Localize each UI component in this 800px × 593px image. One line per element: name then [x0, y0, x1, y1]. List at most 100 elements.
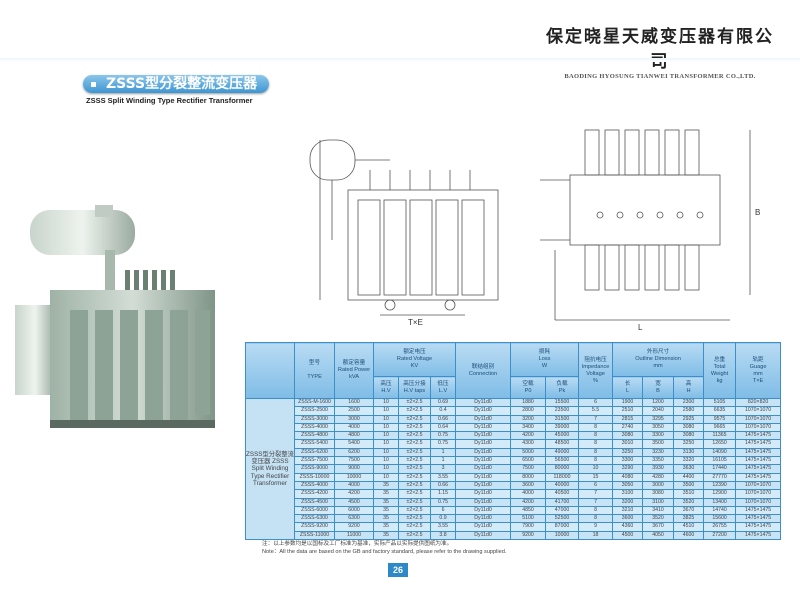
table-cell: 4200 [334, 489, 374, 499]
table-cell: 0.4 [429, 406, 457, 416]
table-cell: ZSSS-4500 [294, 497, 335, 507]
table-cell: ZSSS-2500 [294, 406, 335, 416]
table-cell: 1200 [642, 397, 675, 408]
company-name-en: BAODING HYOSUNG TIANWEI TRANSFORMER CO.,… [564, 73, 756, 80]
header-text: 长 [624, 380, 631, 387]
table-cell: 4000 [334, 480, 374, 491]
table-cell: 26755 [703, 522, 737, 532]
header-text: L [625, 387, 630, 394]
table-cell: 1475×1475 [735, 431, 782, 441]
table-cell: Dy11d0 [455, 439, 512, 449]
table-cell: 9200 [334, 522, 374, 532]
table-cell: 3200 [612, 497, 644, 507]
table-cell: 10 [373, 414, 399, 424]
table-cell: 8 [578, 456, 614, 466]
table-cell: 0.75 [429, 497, 457, 507]
table-cell: 1.15 [429, 489, 457, 499]
table-cell: 8000 [510, 472, 547, 482]
table-cell: 11365 [703, 431, 737, 441]
table-cell: 31500 [545, 414, 580, 424]
header-text: P0 [524, 387, 532, 394]
table-cell: 4360 [612, 522, 644, 532]
table-cell: 1 [429, 456, 457, 466]
header-text: 额定容量 [342, 360, 366, 366]
table-cell: 7900 [510, 522, 547, 532]
table-cell: ZSSS-11000 [294, 530, 335, 541]
table-cell: 35 [373, 497, 399, 507]
header-text: Pk [558, 387, 566, 394]
header-text: H [686, 387, 691, 394]
table-cell: 27770 [703, 472, 737, 482]
table-cell: 0.66 [429, 414, 457, 424]
outline-dimension-drawings: T×E L B [309, 129, 760, 332]
table-cell: 6500 [510, 456, 547, 466]
table-cell: 40000 [545, 480, 580, 491]
table-cell: ±2×2.5 [398, 456, 431, 466]
company-header: 保定晓星天威变压器有限公司 BAODING HYOSUNG TIANWEI TR… [540, 22, 780, 80]
header-text: 总重 [713, 356, 726, 363]
table-cell: 10 [373, 464, 399, 474]
table-cell: ±2×2.5 [398, 480, 431, 491]
table-cell: ±2×2.5 [398, 439, 431, 449]
table-cell: 3080 [642, 489, 675, 499]
table-cell: 4600 [673, 530, 705, 541]
table-cell: 3080 [673, 422, 705, 433]
table-cell: 3300 [642, 431, 675, 441]
table-cell: 3600 [510, 480, 547, 491]
table-cell: 7 [578, 489, 614, 499]
table-cell: 47000 [545, 505, 580, 516]
table-cell: 3200 [510, 414, 547, 424]
table-cell: 3130 [673, 447, 705, 458]
table-cell: ZSSS-3000 [294, 414, 335, 424]
header-text: 额定电压 [403, 349, 426, 355]
header-text: Loss [538, 356, 551, 362]
table-cell: 87000 [545, 522, 580, 532]
table-cell: 6 [578, 480, 614, 491]
footnote-cn: 注：以上参数均是以国标及工厂标准为基准，实际产品以实际提供图纸为准。 [262, 541, 453, 547]
table-cell: 10 [373, 431, 399, 441]
transformer-photo [15, 205, 215, 428]
header-text: Rated Voltage [396, 356, 433, 362]
table-cell: Dy11d0 [455, 456, 512, 466]
table-cell: 6635 [703, 406, 737, 416]
table-cell: 4850 [510, 505, 547, 516]
table-cell: Dy11d0 [455, 397, 512, 408]
front-view-drawing [309, 139, 499, 316]
table-cell: 1475×1475 [735, 464, 782, 474]
footnote-en: Note：All the data are based on the GB an… [262, 548, 507, 555]
table-cell: ZSSS-4800 [294, 431, 335, 441]
header-text: % [593, 377, 599, 384]
table-cell: 9 [578, 522, 614, 532]
table-cell: 0.75 [429, 439, 457, 449]
table-cell: Dy11d0 [455, 530, 512, 541]
header-text: W [541, 363, 548, 369]
table-cell: 4200 [510, 497, 547, 507]
table-cell: 3080 [673, 431, 705, 441]
table-cell: Dy11d0 [455, 447, 512, 458]
table-cell: 2740 [612, 422, 644, 433]
table-cell: 2815 [612, 414, 644, 424]
header-divider [0, 58, 800, 62]
header-text: 高 [685, 380, 692, 387]
header-text: Total [713, 363, 726, 370]
table-cell: 1070×1070 [735, 414, 782, 424]
table-cell: ZSSS-10000 [294, 472, 335, 482]
header-text: 空载 [522, 380, 534, 387]
table-cell: 56500 [545, 456, 580, 466]
table-cell: 8 [578, 447, 614, 458]
table-cell: 4510 [673, 522, 705, 532]
table-cell: ZSSS-9200 [294, 522, 335, 532]
table-cell: 7500 [510, 464, 547, 474]
table-cell: 35 [373, 522, 399, 532]
table-cell: ZSSS-6000 [294, 505, 335, 516]
table-cell: 12900 [703, 489, 737, 499]
table-cell: 10 [373, 397, 399, 408]
